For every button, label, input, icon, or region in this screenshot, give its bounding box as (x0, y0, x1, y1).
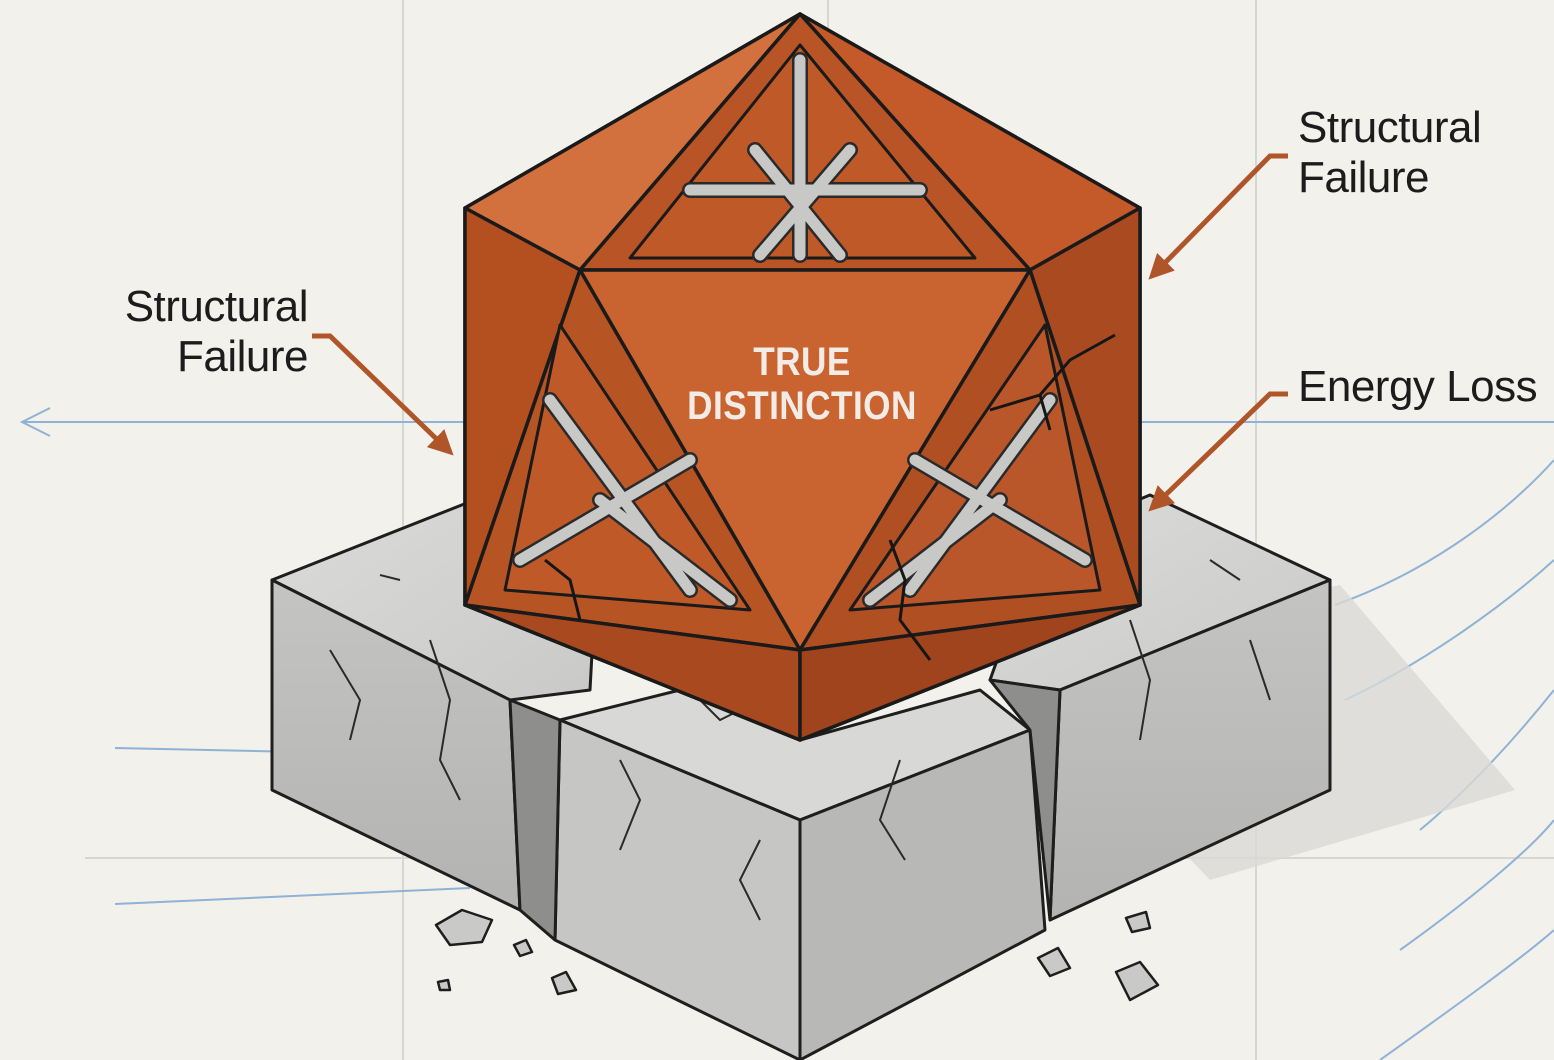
label-line: Energy Loss (1298, 362, 1537, 412)
arrow-right-failure (1152, 156, 1288, 276)
label-energy-loss: Energy Loss (1298, 362, 1537, 412)
label-line: Failure (1298, 153, 1481, 203)
face-label-line: TRUE (677, 340, 927, 384)
center-face-label: TRUE DISTINCTION (677, 340, 927, 428)
label-structural-failure-left: Structural Failure (108, 282, 308, 382)
label-line: Structural (108, 282, 308, 332)
label-line: Failure (108, 332, 308, 382)
face-label-line: DISTINCTION (677, 384, 927, 428)
arrow-left-failure (312, 336, 450, 452)
label-structural-failure-right: Structural Failure (1298, 103, 1481, 203)
label-line: Structural (1298, 103, 1481, 153)
arrow-energy-loss (1152, 394, 1288, 508)
